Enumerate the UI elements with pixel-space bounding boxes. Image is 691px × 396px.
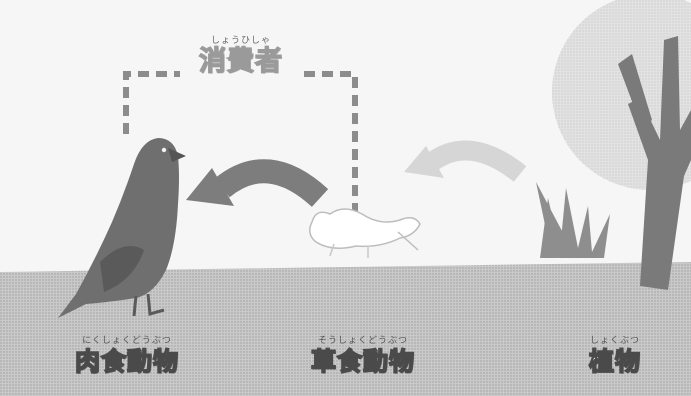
carnivore-ruby: にくしょくどうぶつ bbox=[82, 336, 172, 346]
consumer-bracket bbox=[123, 71, 358, 212]
herbivore-name: 草食動物 bbox=[310, 346, 415, 377]
plant-ruby: しょくぶつ bbox=[589, 336, 640, 346]
carnivore-bird bbox=[58, 138, 186, 318]
herbivore-label: そうしょくどうぶつ 草食動物 bbox=[298, 336, 428, 377]
consumer-title: 消費者 bbox=[198, 46, 283, 77]
herbivore-animal bbox=[309, 208, 421, 258]
ground bbox=[0, 262, 691, 396]
herbivore-ruby: そうしょくどうぶつ bbox=[317, 336, 408, 346]
arrow-herbivore-to-carnivore bbox=[186, 159, 329, 208]
plant-name: 植物 bbox=[588, 346, 641, 377]
plant-label: しょくぶつ 植物 bbox=[570, 336, 660, 377]
carnivore-label: にくしょくどうぶつ 肉食動物 bbox=[62, 336, 192, 377]
tree-trunk bbox=[618, 36, 691, 290]
consumer-ruby: しょうひしゃ bbox=[210, 36, 271, 46]
carnivore-name: 肉食動物 bbox=[74, 346, 179, 377]
arrow-plant-to-herbivore bbox=[404, 140, 527, 182]
consumer-label: しょうひしゃ 消費者 bbox=[178, 36, 304, 77]
grass-plant bbox=[536, 182, 610, 258]
